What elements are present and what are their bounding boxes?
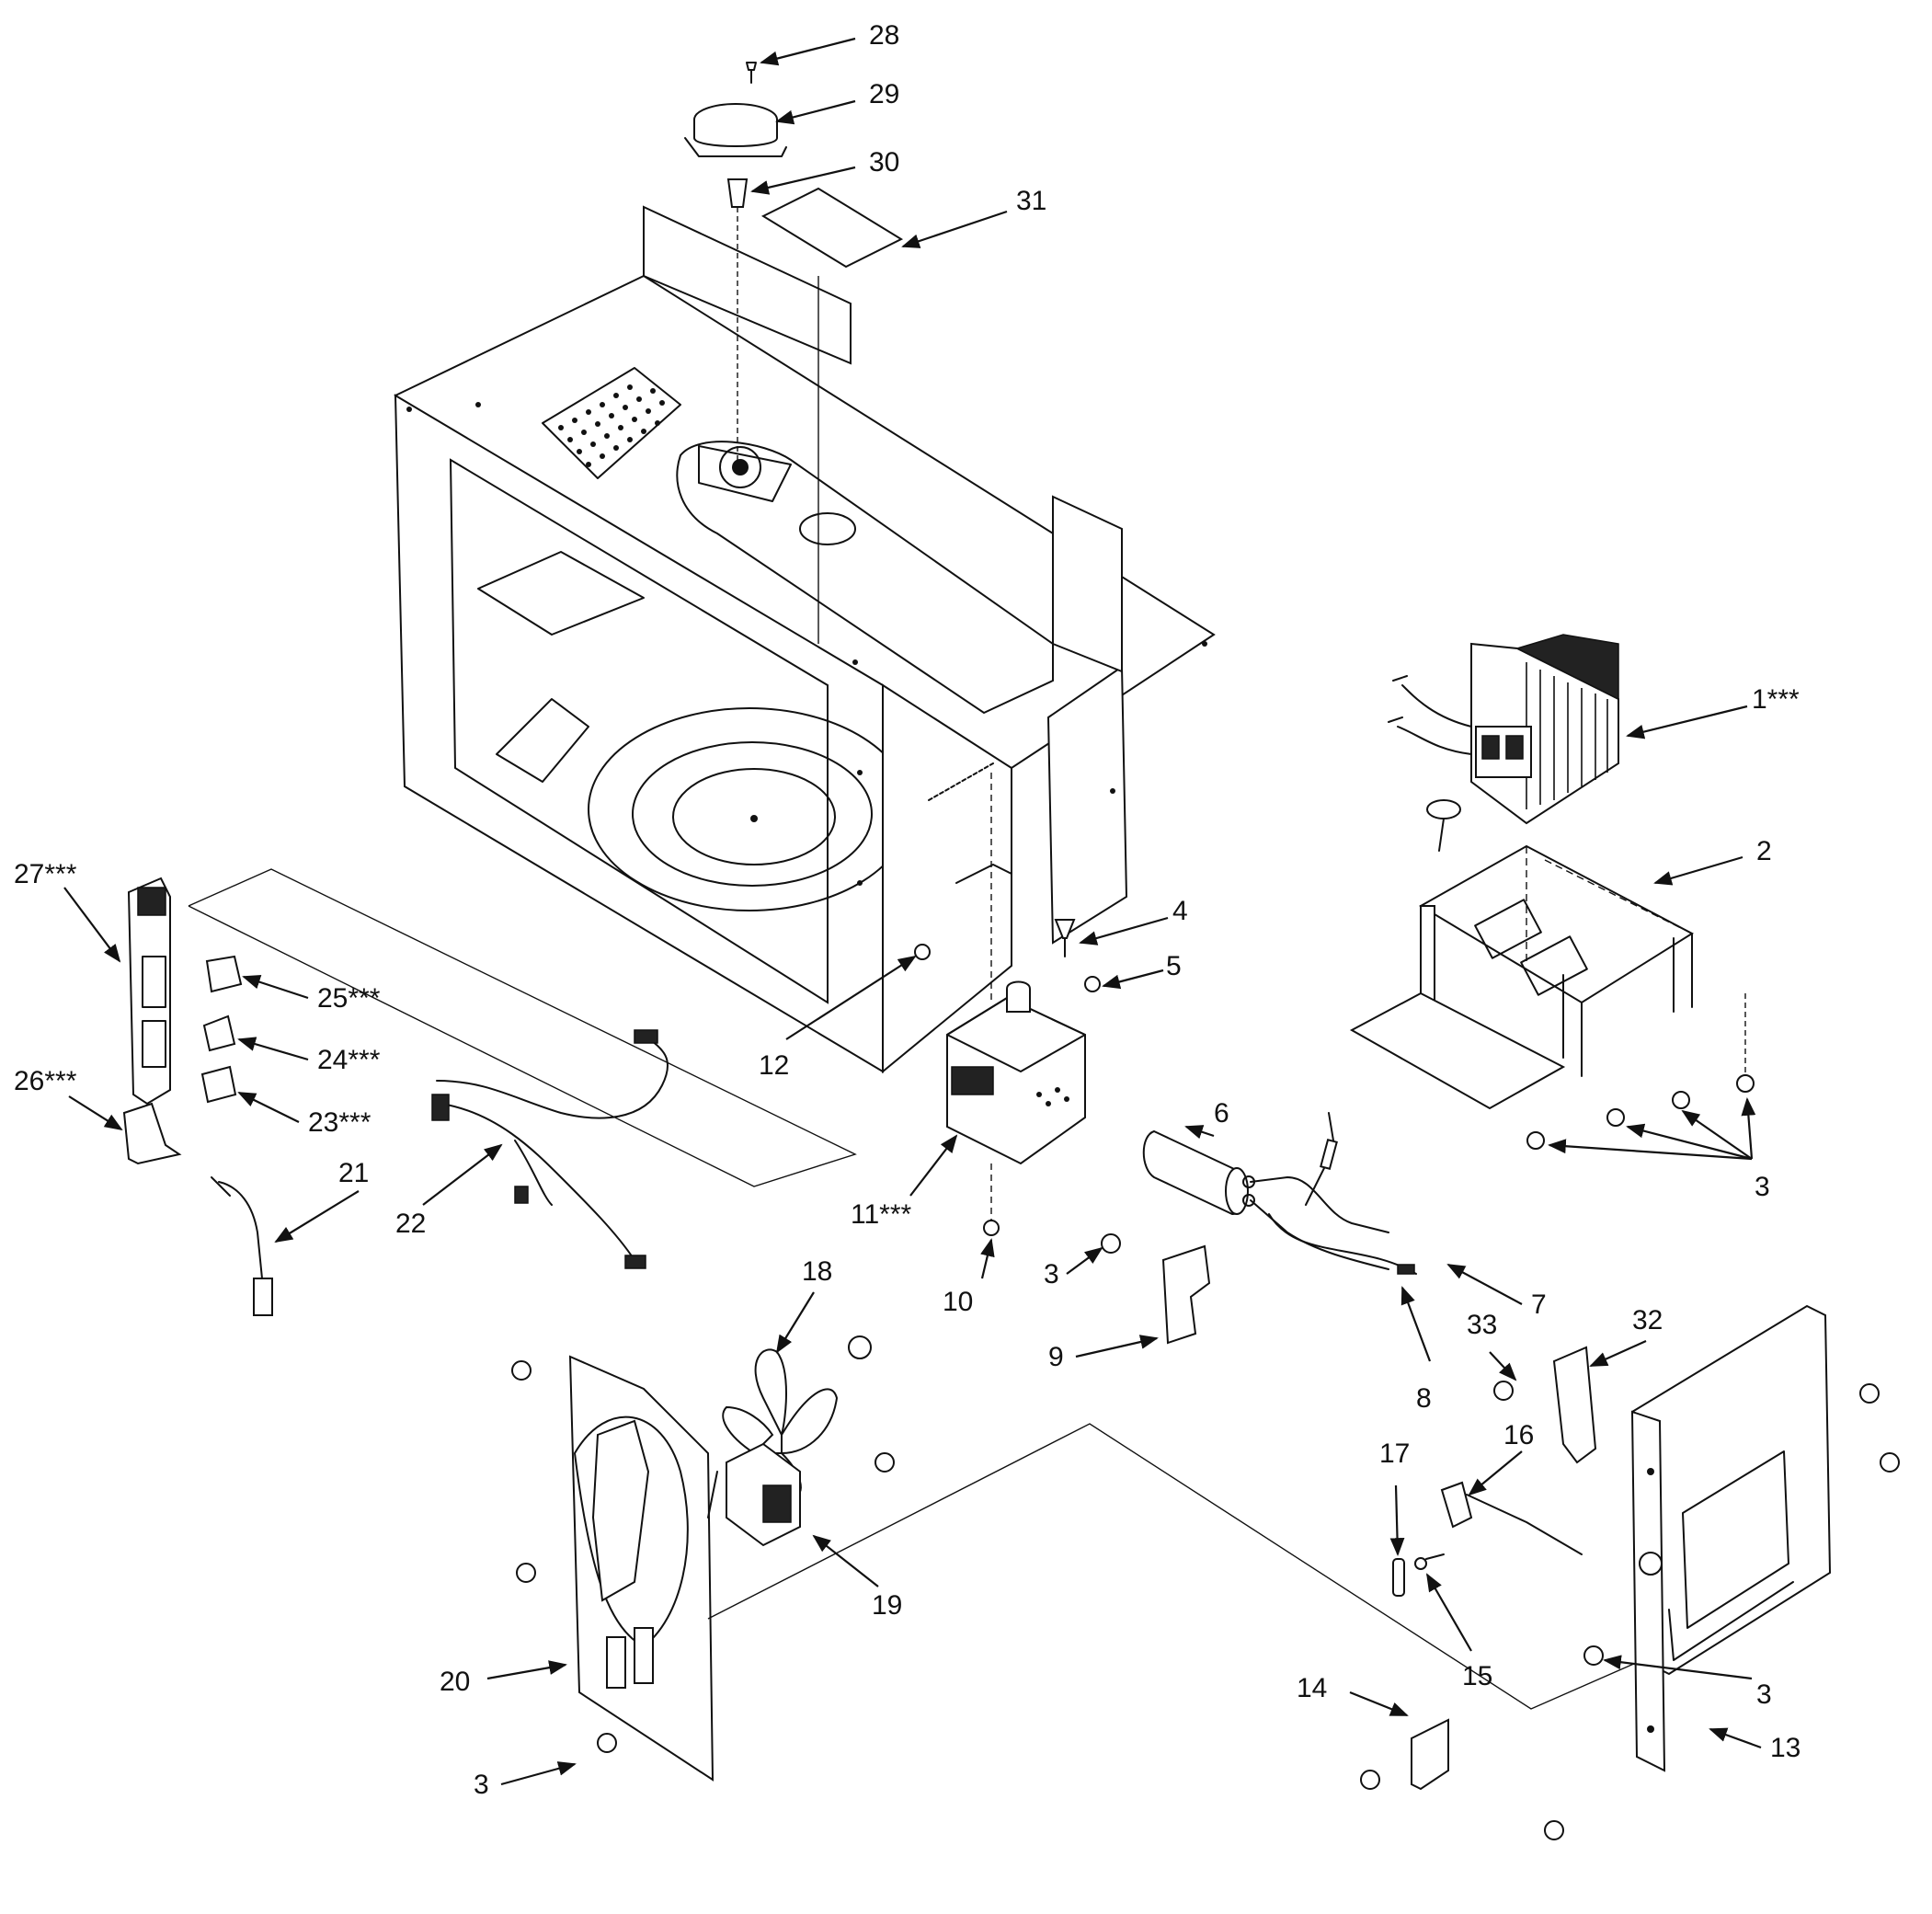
label-part-13: 13 xyxy=(1770,1733,1801,1763)
wire-harness-part-22 xyxy=(431,1029,669,1269)
noise-filter-part-14 xyxy=(1360,1718,1449,1791)
label-part-3c: 3 xyxy=(1756,1679,1772,1710)
label-part-25: 25*** xyxy=(317,983,381,1014)
switch-part-16 xyxy=(1440,1481,1583,1555)
label-part-21: 21 xyxy=(338,1158,369,1188)
label-part-2: 2 xyxy=(1756,836,1772,866)
label-part-3b: 3 xyxy=(1755,1172,1770,1202)
label-part-33: 33 xyxy=(1467,1310,1497,1340)
fuse-part-17 xyxy=(1392,1558,1405,1597)
switch-part-23 xyxy=(200,1065,237,1104)
label-part-27: 27*** xyxy=(14,859,77,889)
label-part-5: 5 xyxy=(1166,951,1182,981)
transformer-part-1 xyxy=(1388,634,1619,852)
label-part-3d: 3 xyxy=(474,1770,489,1800)
label-part-23: 23*** xyxy=(308,1107,372,1138)
harness-part-8 xyxy=(1268,1213,1417,1275)
label-part-9: 9 xyxy=(1048,1342,1064,1372)
label-part-29: 29 xyxy=(869,79,899,109)
label-part-18: 18 xyxy=(802,1256,832,1287)
oven-cavity xyxy=(394,205,1216,1074)
label-part-24: 24*** xyxy=(317,1045,381,1075)
fan-motor-part-19 xyxy=(707,1442,895,1547)
label-part-15: 15 xyxy=(1462,1661,1492,1691)
bracket-part-32 xyxy=(1493,1346,1597,1464)
switch-part-24 xyxy=(202,1014,236,1052)
vent-holes xyxy=(542,367,681,479)
leader-arrows xyxy=(63,37,1762,1786)
label-part-12: 12 xyxy=(759,1050,789,1081)
label-part-10: 10 xyxy=(943,1287,973,1317)
magnetron-part-11 xyxy=(946,773,1086,1236)
label-part-17: 17 xyxy=(1379,1438,1410,1469)
label-part-3a: 3 xyxy=(1044,1259,1059,1289)
label-part-7: 7 xyxy=(1531,1289,1547,1320)
label-part-28: 28 xyxy=(869,20,899,51)
label-part-26: 26*** xyxy=(14,1066,77,1096)
nuts-part-3 xyxy=(1526,1074,1755,1150)
screw-part-15 xyxy=(1414,1553,1445,1570)
interlock-bracket-part-27 xyxy=(127,877,171,1106)
control-panel-part-13 xyxy=(1544,1304,1900,1840)
switch-part-25 xyxy=(205,955,243,993)
thermal-cutout-part-21 xyxy=(211,1176,273,1316)
transformer-bracket-part-2 xyxy=(1349,844,1746,1110)
label-part-1: 1*** xyxy=(1752,684,1800,715)
fasteners-4-5-12 xyxy=(914,919,1101,992)
label-part-6: 6 xyxy=(1214,1098,1229,1129)
label-part-30: 30 xyxy=(869,147,899,178)
air-duct-part-20 xyxy=(511,1355,714,1782)
base-frame-outline xyxy=(707,1423,1675,1710)
label-part-4: 4 xyxy=(1172,896,1188,926)
bracket-part-9 xyxy=(1101,1233,1211,1345)
label-part-32: 32 xyxy=(1632,1305,1663,1335)
label-part-11: 11*** xyxy=(851,1199,911,1230)
label-part-19: 19 xyxy=(872,1590,902,1621)
label-part-31: 31 xyxy=(1016,186,1046,216)
turntable-motor-assembly xyxy=(684,62,904,644)
diode-part-7 xyxy=(1250,1112,1389,1270)
label-part-16: 16 xyxy=(1503,1420,1534,1450)
capacitor-part-6 xyxy=(1142,1129,1255,1216)
door-assembly-outline xyxy=(188,868,857,1187)
part-labels: 28 29 30 31 1*** 2 4 5 12 11*** 10 3 9 6… xyxy=(14,20,1801,1800)
label-part-22: 22 xyxy=(395,1209,426,1239)
label-part-8: 8 xyxy=(1416,1383,1432,1414)
label-part-20: 20 xyxy=(440,1667,470,1697)
label-part-14: 14 xyxy=(1297,1673,1327,1703)
lever-part-26 xyxy=(122,1102,182,1165)
